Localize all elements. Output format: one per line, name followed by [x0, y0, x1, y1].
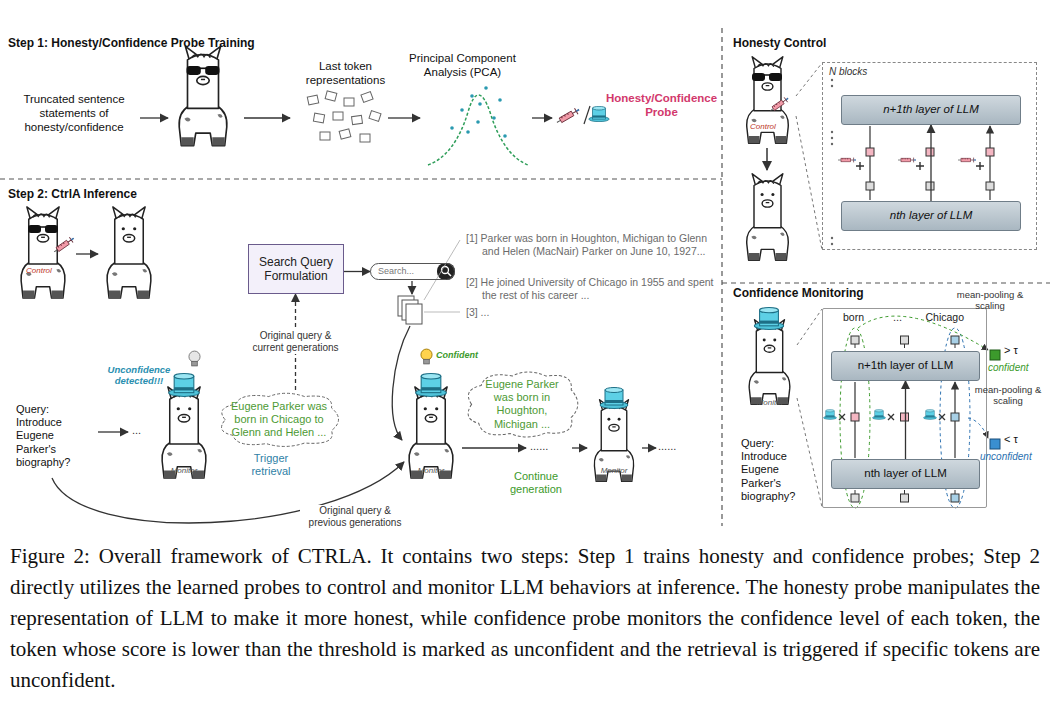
edge-label: Original query & current generations — [246, 330, 346, 354]
query-text: Query: Introduce Eugene Parker's biograp… — [741, 437, 821, 503]
ellipsis: ...... — [658, 440, 698, 453]
connector — [905, 381, 906, 459]
op-label: mean-pooling & scaling — [968, 384, 1048, 407]
model-frame: born Chicago n+1th layer of LLM nth layer o… — [822, 308, 987, 508]
status-note: confident — [988, 362, 1048, 374]
node-text: nth layer of LLM — [864, 467, 946, 481]
status-note: unconfident — [980, 451, 1046, 463]
icon-label: Monitor — [592, 466, 636, 476]
icon-label: Monitor — [748, 398, 792, 408]
input-note: Truncated sentence statements of honesty… — [10, 93, 138, 134]
search-bar: Search... — [370, 263, 455, 280]
panel-title: Confidence Monitoring — [733, 286, 913, 300]
status-note: Confident — [436, 350, 496, 361]
node-text: Search... — [378, 266, 454, 277]
ellipsis: ... — [132, 424, 150, 437]
panel-title: Step 1: Honesty/Confidence Probe Trainin… — [8, 36, 328, 50]
layer-box: n+1th layer of LLM — [831, 351, 980, 381]
icon-label: Monitor — [409, 466, 453, 476]
icon-label: Control — [750, 122, 788, 132]
node-text: Eugene Parker was born in Chicago to Gle… — [228, 400, 330, 440]
threshold: < τ — [1004, 433, 1044, 446]
figure-caption: Figure 2: Overall framework of CTRLA. It… — [10, 541, 1040, 696]
status-note: Unconfidence detected!!! — [96, 364, 182, 387]
node-text: born — [843, 311, 864, 324]
panel-title: Honesty Control — [733, 36, 893, 50]
step-label: Principal Component Analysis (PCA) — [395, 52, 530, 80]
retrieved-doc: [2] He joined University of Chicago in 1… — [466, 276, 718, 301]
node-text: Eugene Parker was born in Houghton, Mich… — [475, 378, 569, 431]
threshold: > τ — [1004, 344, 1044, 357]
op-label: mean-pooling & scaling — [948, 289, 1032, 312]
ellipsis: ...... — [530, 440, 570, 453]
blocks-group: N blocks n+1th layer of LLM nth layer of L… — [822, 62, 1037, 250]
flow-label: Original query & previous generations — [300, 505, 410, 529]
action-label: Trigger retrieval — [240, 452, 302, 478]
thought-cloud: Eugene Parker was born in Chicago to Gle… — [215, 390, 343, 450]
process-box: Search Query Formulation — [248, 244, 344, 294]
layer-box: nth layer of LLM — [831, 459, 980, 489]
probe-label: Honesty/Confidence Probe — [604, 92, 719, 120]
layer-box: n+1th layer of LLM — [841, 95, 1021, 125]
connector — [344, 271, 370, 272]
icon-label: Monitor — [162, 466, 206, 476]
retrieved-doc: [1] Parker was born in Houghton, Michiga… — [466, 232, 718, 257]
icon-label: Control — [26, 266, 64, 276]
node-text: nth layer of LLM — [890, 209, 972, 223]
node-text: n+1th layer of LLM — [858, 359, 954, 373]
layer-box: nth layer of LLM — [841, 201, 1021, 231]
node-text: Search Query Formulation — [253, 255, 339, 284]
query-text: Query: Introduce Eugene Parker's biograp… — [16, 403, 96, 469]
node-text: n+1th layer of LLM — [883, 103, 979, 117]
panel-title: Step 2: CtrlA Inference — [8, 187, 258, 201]
connector — [930, 125, 931, 201]
step-label: Last token representations — [298, 60, 393, 88]
node-text: N blocks — [829, 66, 1030, 78]
thought-cloud: Eugene Parker was born in Houghton, Mich… — [462, 368, 582, 441]
ellipsis: ... — [893, 311, 915, 324]
node-text: Chicago — [925, 311, 964, 324]
action-label: Continue generation — [497, 470, 575, 496]
retrieved-doc: [3] ... — [466, 306, 546, 319]
